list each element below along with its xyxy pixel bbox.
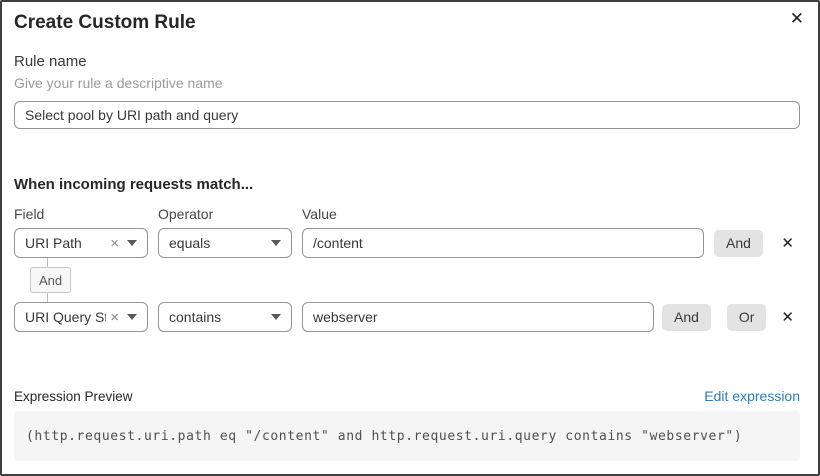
field-column-label: Field	[14, 206, 45, 222]
page-title: Create Custom Rule	[14, 12, 196, 33]
operator-select-value: contains	[169, 309, 222, 325]
field-select-value: URI Path	[25, 235, 82, 251]
clear-icon[interactable]: ×	[110, 308, 119, 326]
operator-select-value: equals	[169, 235, 211, 251]
condition-row: URI Path × equals And ✕	[14, 228, 800, 258]
chevron-down-icon	[127, 240, 137, 246]
connector-line	[47, 293, 48, 302]
column-labels: Field Operator Value	[14, 206, 800, 223]
rule-name-label: Rule name	[14, 53, 87, 70]
value-column-label: Value	[302, 206, 337, 222]
clear-icon[interactable]: ×	[110, 234, 119, 252]
rule-name-helper: Give your rule a descriptive name	[14, 75, 223, 91]
value-input[interactable]	[302, 302, 654, 332]
expression-code: (http.request.uri.path eq "/content" and…	[26, 428, 743, 444]
rule-name-input[interactable]	[14, 101, 800, 129]
field-select[interactable]: URI Query St... ×	[14, 302, 148, 332]
chevron-down-icon	[127, 314, 137, 320]
value-input[interactable]	[302, 228, 704, 258]
chevron-down-icon	[271, 314, 281, 320]
expression-code-block: (http.request.uri.path eq "/content" and…	[14, 411, 800, 461]
edit-expression-link[interactable]: Edit expression	[704, 388, 800, 404]
expression-preview-header: Expression Preview Edit expression	[14, 388, 800, 404]
match-section-heading: When incoming requests match...	[14, 176, 254, 193]
field-select[interactable]: URI Path ×	[14, 228, 148, 258]
close-icon[interactable]: ✕	[789, 9, 804, 28]
expression-preview-label: Expression Preview	[14, 389, 133, 404]
chevron-down-icon	[271, 240, 281, 246]
connector-line	[47, 258, 48, 267]
and-button[interactable]: And	[662, 303, 711, 331]
remove-condition-icon[interactable]: ✕	[781, 234, 794, 252]
operator-select[interactable]: contains	[158, 302, 292, 332]
condition-row: URI Query St... × contains And Or ✕	[14, 302, 800, 332]
condition-connector: And	[14, 258, 800, 302]
or-button[interactable]: Or	[726, 303, 767, 331]
and-connector-badge: And	[30, 267, 72, 293]
and-button[interactable]: And	[714, 229, 763, 257]
dialog-header: Create Custom Rule ✕	[14, 10, 804, 35]
remove-condition-icon[interactable]: ✕	[781, 308, 794, 326]
operator-select[interactable]: equals	[158, 228, 292, 258]
field-select-value: URI Query St...	[25, 309, 106, 325]
operator-column-label: Operator	[158, 206, 214, 222]
